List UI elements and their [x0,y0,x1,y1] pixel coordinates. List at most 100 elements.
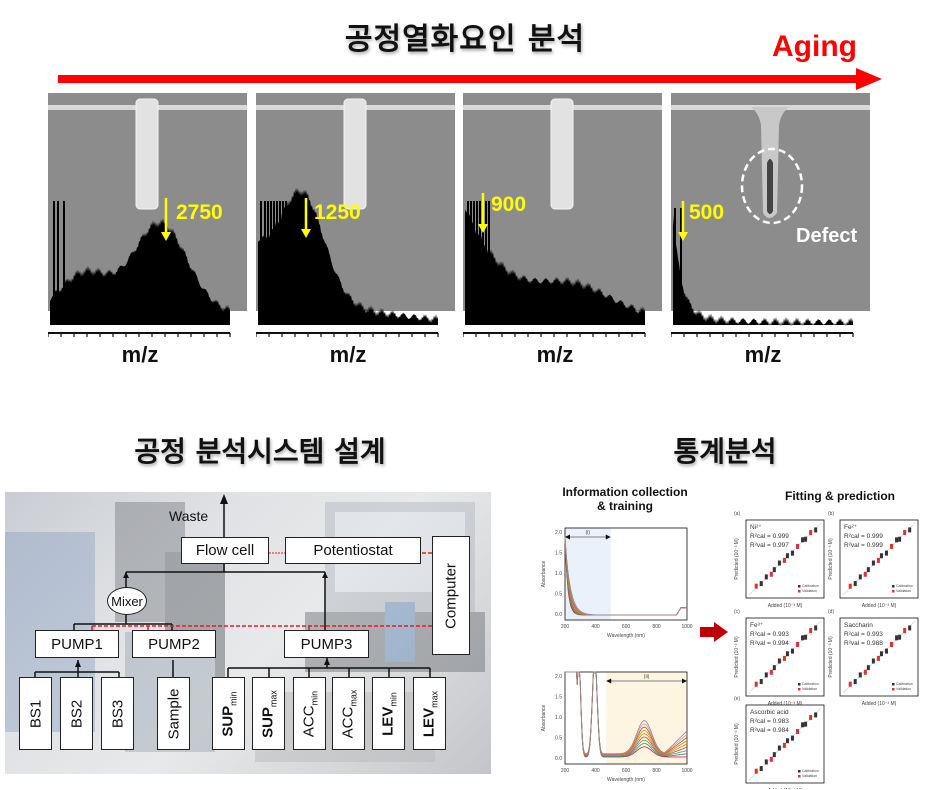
sem-spectrum-4 [670,93,870,337]
data-point [804,634,808,640]
via-structure [550,98,574,210]
flow-cell-box: Flow cell [181,537,269,564]
spectrum-spike [479,201,481,325]
spectrum-spike [63,201,65,325]
legend-validation: Validation [802,589,817,593]
peak-arrowhead [478,224,488,233]
spectrum-spike [467,201,469,325]
r2-cal-label: R²cal = 0.993 [750,631,789,638]
peak-mz-label: 500 [689,201,725,224]
data-point [804,721,808,727]
spectrum-spike [473,201,475,325]
source-base: LEV [379,706,396,736]
source-subscript: min [388,691,398,707]
panel-label: (c) [734,609,740,615]
degradation-analysis-title: 공정열화요인 분석 [344,22,586,57]
analyte-label: Ni²⁺ [750,524,762,531]
data-point [754,583,758,589]
fit-x-axis-label: Added (10⁻³ M) [862,701,897,707]
mass-spectrum [258,187,438,325]
x-axis-label: Wavelength (nm) [607,777,645,783]
y-tick-label: 2.0 [555,674,562,680]
spectrum-curve [564,537,687,616]
peak-arrowhead [161,232,171,241]
peak-mz-label: 900 [491,193,527,216]
data-point [754,768,758,774]
data-point [879,651,883,657]
legend-calibration: Calibration [802,769,819,773]
y-axis-label: Absorbance [541,560,547,587]
spectrum-curve [565,671,688,755]
mass-spectrum [673,214,853,327]
peak-mz-label: 1250 [314,201,361,224]
data-point [884,550,888,556]
data-point [790,550,794,556]
y-tick-label: 1.5 [555,695,562,701]
aging-arrow-icon [58,68,882,90]
source-base: ACC [339,706,356,738]
panel-label: (a) [734,511,740,517]
source-sample: Sample [157,677,190,750]
data-point [853,679,857,685]
source-label: BS1 [27,699,44,728]
fit-x-axis-label: Added (10⁻³ M) [768,701,803,707]
defect-circle [740,147,804,225]
y-tick-label: 2.0 [555,530,562,536]
data-point [785,738,789,744]
data-point [848,583,852,589]
statistical-analysis-title: 통계분석 [673,435,777,468]
fit-y-axis-label: Predicted (10⁻³ M) [734,723,740,765]
source-subscript: max [429,690,439,708]
panel-label: (d) [828,609,834,615]
x-tick-label: 1000 [681,624,692,630]
x-tick-label: 600 [622,768,631,774]
panel-label: (e) [734,696,740,702]
peak-arrowhead [301,229,311,238]
pump3-box: PUMP3 [284,630,369,658]
y-axis-label: Absorbance [541,704,547,731]
mz-axis-label: m/z [329,342,367,367]
y-tick-label: 1.0 [555,715,562,721]
data-point [772,567,776,573]
data-point [769,756,773,762]
fit-y-axis-label: Predicted (10⁻³ M) [734,538,740,580]
spectrum-spike [282,201,284,325]
data-point [790,735,794,741]
source-acc-max: ACCmax [332,677,365,750]
info-collection-heading: Information collection & training [540,485,710,513]
source-base: SUP [219,705,236,737]
source-acc-min: ACCmin [293,677,326,750]
r2-val-label: R²val = 0.999 [844,542,883,549]
spectrum-spike [488,201,490,325]
data-point [801,635,805,641]
fit-y-axis-label: Predicted (10⁻³ M) [734,636,740,678]
source-lev-min: LEVmin [372,677,405,750]
r2-cal-label: R²cal = 0.983 [750,718,789,725]
data-point [764,672,768,678]
y-tick-label: 1.5 [555,551,562,557]
data-point [903,628,907,634]
data-point [814,625,818,631]
data-point [879,553,883,559]
source-bs2: BS2 [60,677,93,750]
spectrum-spike [674,208,676,325]
data-point [809,715,813,721]
data-point [890,641,894,647]
source-label: BS2 [68,699,85,728]
data-point [809,628,813,634]
data-point [853,581,857,587]
source-label: LEVmax [420,690,439,736]
legend-validation: Validation [896,687,911,691]
data-point [769,571,773,577]
data-point [759,766,763,772]
source-subscript: min [228,690,238,706]
defect-label: Defect [796,225,858,247]
mixer-node: Mixer [107,587,147,615]
data-point [863,571,867,577]
data-point [876,557,880,563]
data-point [858,672,862,678]
data-point [908,527,912,533]
data-point [769,669,773,675]
pump2-box: PUMP2 [132,630,216,658]
legend-calibration: Calibration [896,682,913,686]
